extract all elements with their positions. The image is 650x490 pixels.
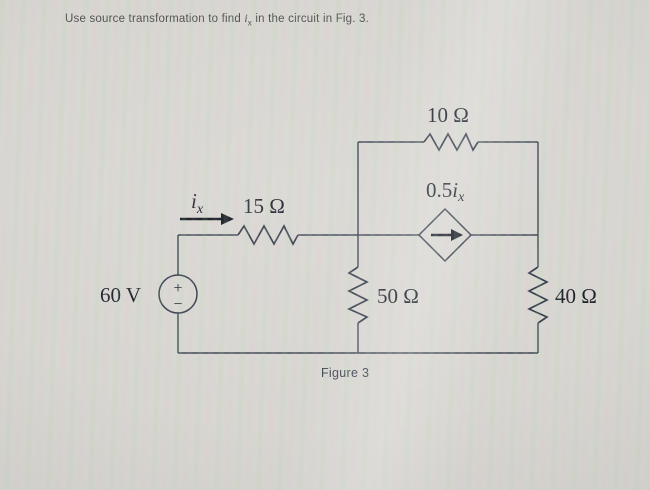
current-arrow-ix: ix <box>180 189 234 225</box>
resistor-40ohm-label: 40 Ω <box>555 284 597 308</box>
statement-suffix: in the circuit in Fig. 3. <box>252 13 370 25</box>
voltage-source: + − <box>158 274 198 314</box>
dependent-source-label: 0.5ix <box>426 178 465 205</box>
current-variable: i <box>244 13 248 25</box>
dependent-current-source <box>417 207 473 263</box>
resistor-10ohm-label: 10 Ω <box>427 103 469 127</box>
voltage-source-minus: − <box>173 296 182 313</box>
resistor-15ohm <box>237 224 299 246</box>
voltage-source-plus: + <box>173 280 182 297</box>
dependent-source-arrowhead <box>451 229 463 241</box>
resistor-40ohm <box>527 266 549 324</box>
figure-caption: Figure 3 <box>321 366 370 380</box>
ix-label: ix <box>191 189 204 217</box>
dependent-source-diamond <box>417 207 473 263</box>
voltage-source-label: 60 V <box>100 283 141 307</box>
ix-arrowhead <box>221 213 234 225</box>
resistor-50ohm <box>347 266 369 324</box>
resistor-10ohm <box>423 132 479 152</box>
voltage-source-circle <box>158 274 198 314</box>
resistor-50ohm-label: 50 Ω <box>377 284 419 308</box>
statement-prefix: Use source transformation to find <box>65 13 245 25</box>
problem-statement: Use source transformation to find ix in … <box>65 13 369 27</box>
circuit-wires <box>177 141 539 354</box>
resistor-15ohm-label: 15 Ω <box>243 194 285 218</box>
current-variable-subscript: x <box>247 18 252 28</box>
